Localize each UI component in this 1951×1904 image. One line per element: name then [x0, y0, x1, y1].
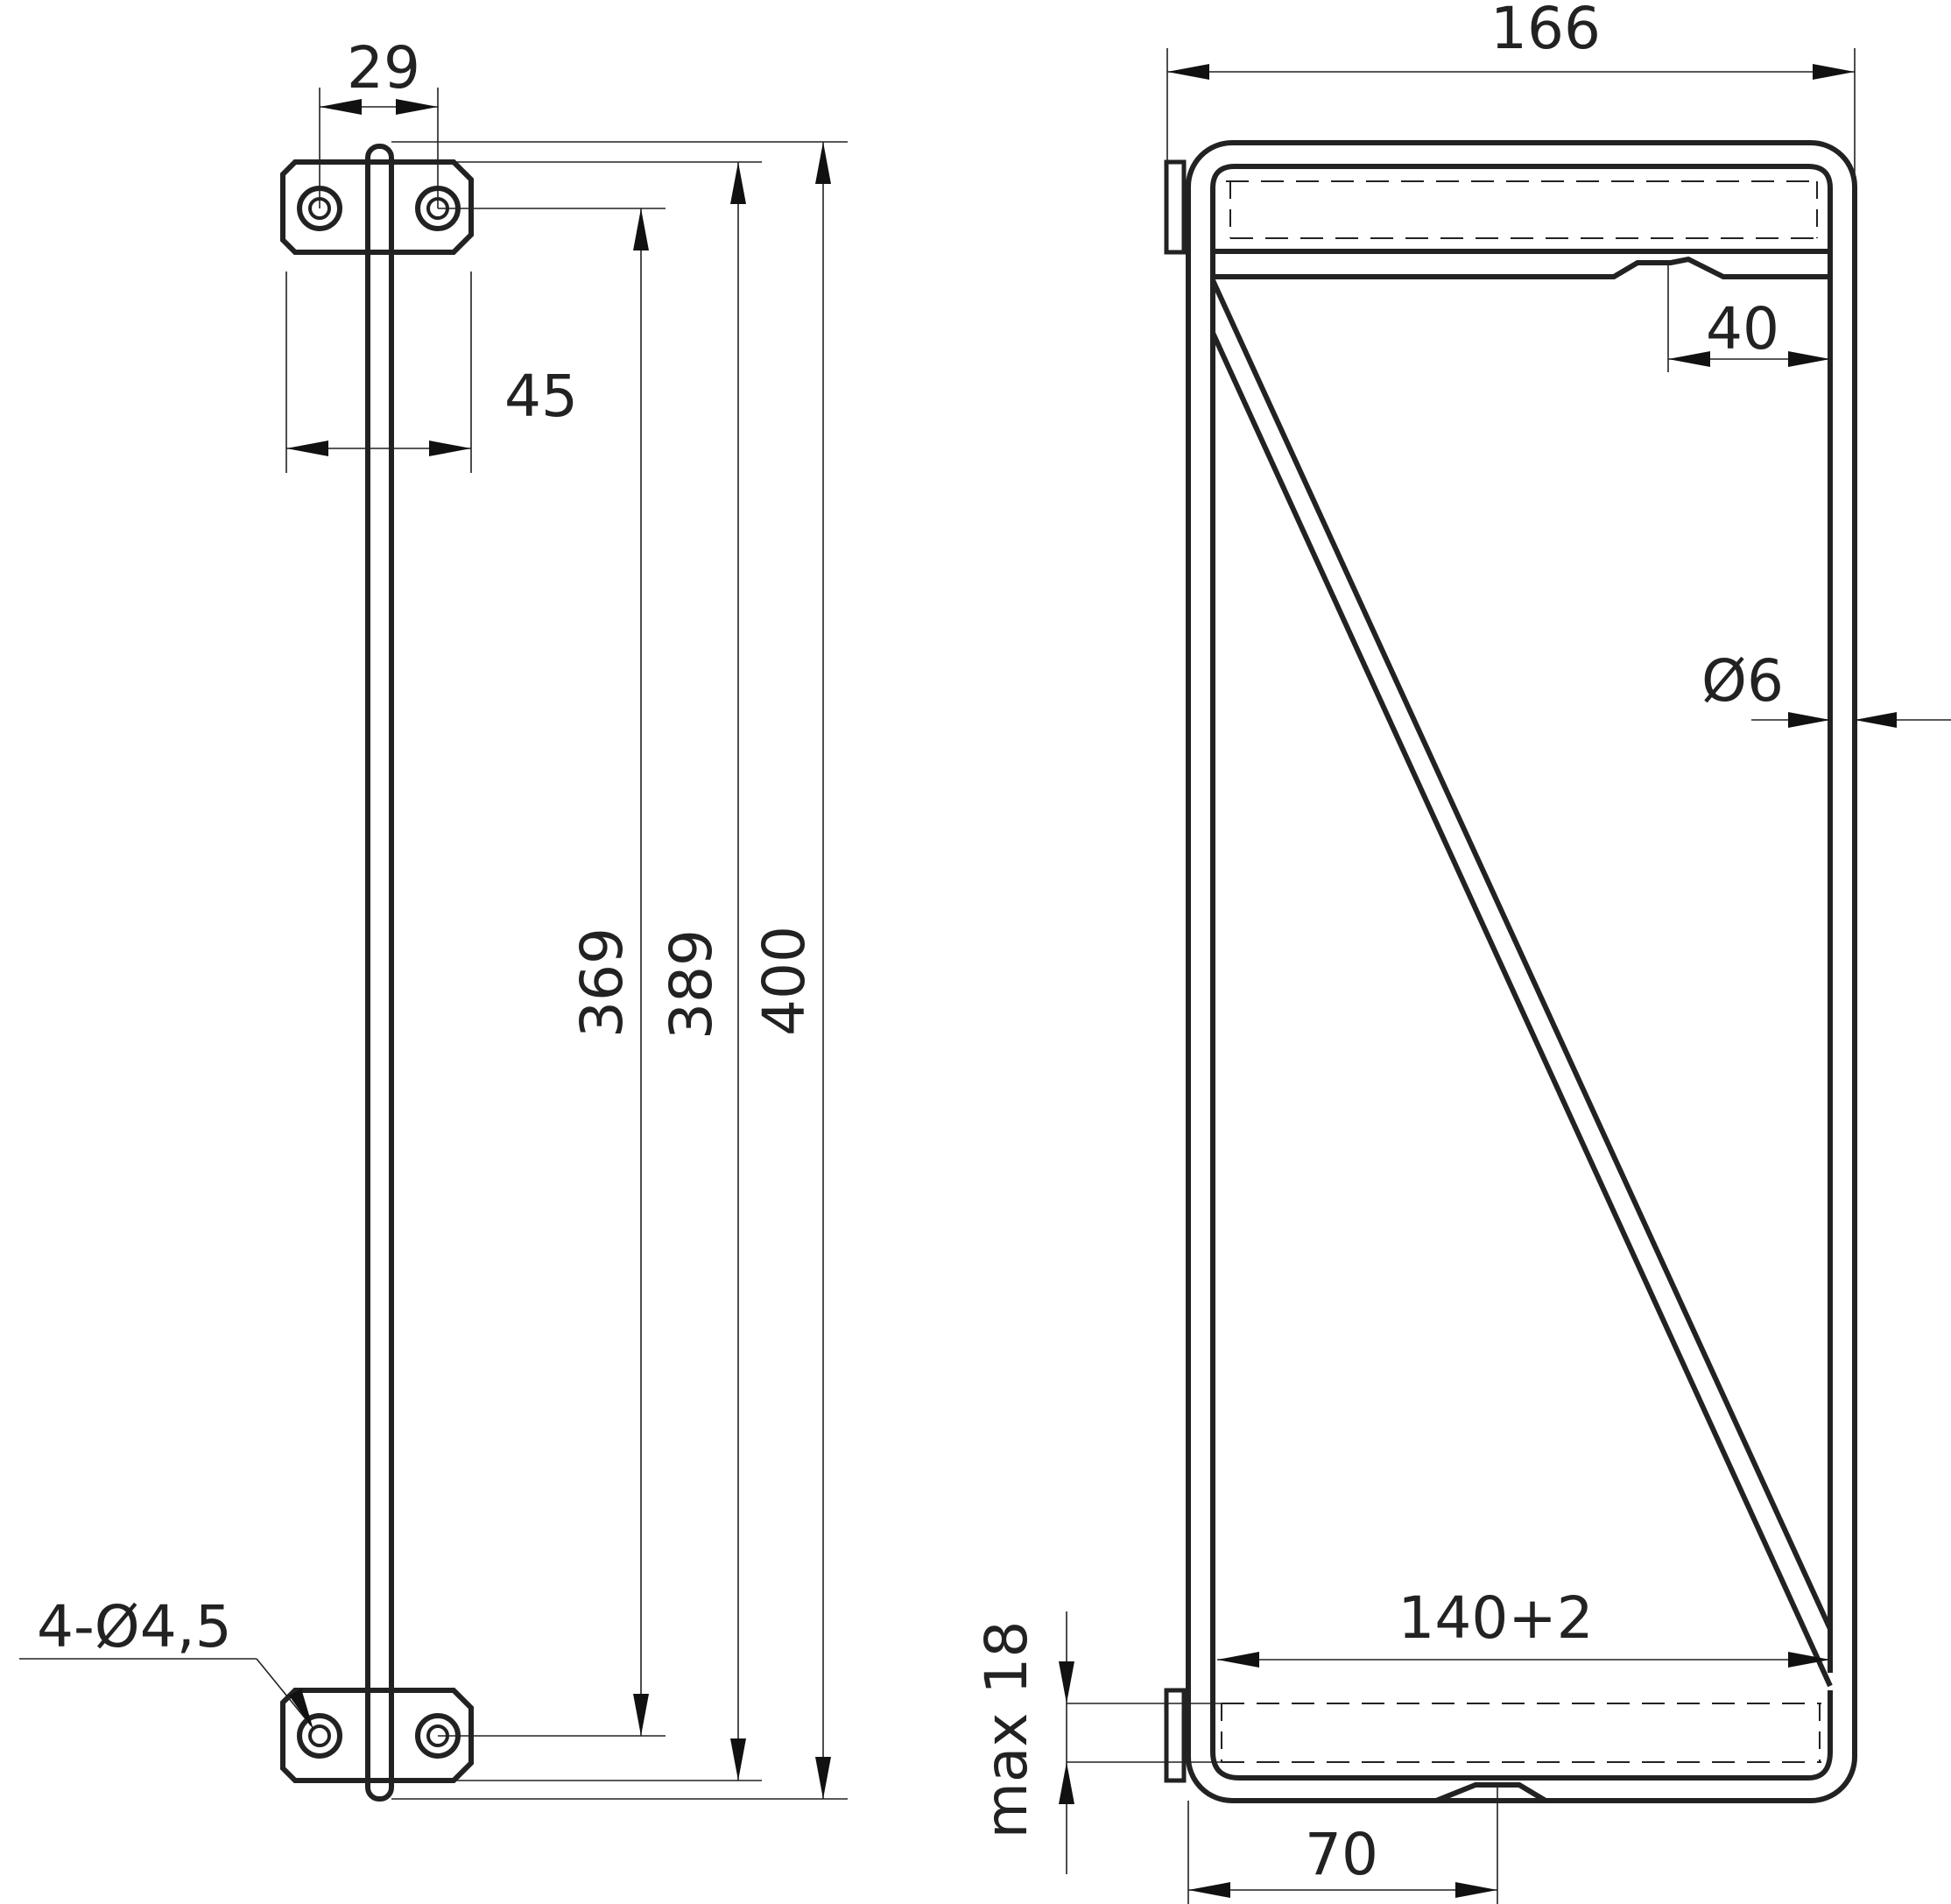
dim-bottom-notch: 70: [1305, 1821, 1378, 1888]
top-wall-flange: [1164, 159, 1187, 255]
outer-frame: [1186, 140, 1857, 1803]
dim-total-width: 166: [1490, 0, 1601, 62]
dim-plate-height: 389: [658, 929, 725, 1040]
bottom-left-hole: [297, 1713, 342, 1759]
right-view: 166 40 Ø6 140+2 max 18 70: [973, 0, 1951, 1904]
dim-total-height: 400: [750, 926, 818, 1036]
dim-plate-hole-spacing: 29: [347, 34, 420, 102]
left-view: 29 45 369 389 400 4-Ø4,5: [19, 34, 848, 1802]
bottom-notch: [1434, 1782, 1547, 1803]
top-mounting-plate: [280, 159, 474, 255]
dim-max-thickness: max 18: [973, 1621, 1040, 1839]
inner-frame: [1210, 164, 1833, 1673]
dim-plate-width: 45: [504, 363, 578, 430]
dim-holes: 4-Ø4,5: [37, 1593, 232, 1661]
bottom-left-hole-inner: [308, 1724, 331, 1747]
vertical-rod: [365, 144, 394, 1802]
diagonal-strut-outer: [1210, 279, 1833, 1631]
bottom-wall-flange: [1164, 1688, 1187, 1783]
dim-notch-width: 40: [1706, 295, 1779, 363]
top-shelf-bar: [1213, 256, 1830, 279]
dim-hole-spacing: 369: [568, 927, 636, 1038]
diagonal-strut-inner: [1210, 331, 1833, 1688]
dim-inner-width: 140+2: [1398, 1584, 1593, 1652]
dim-rod-diameter: Ø6: [1701, 647, 1784, 715]
